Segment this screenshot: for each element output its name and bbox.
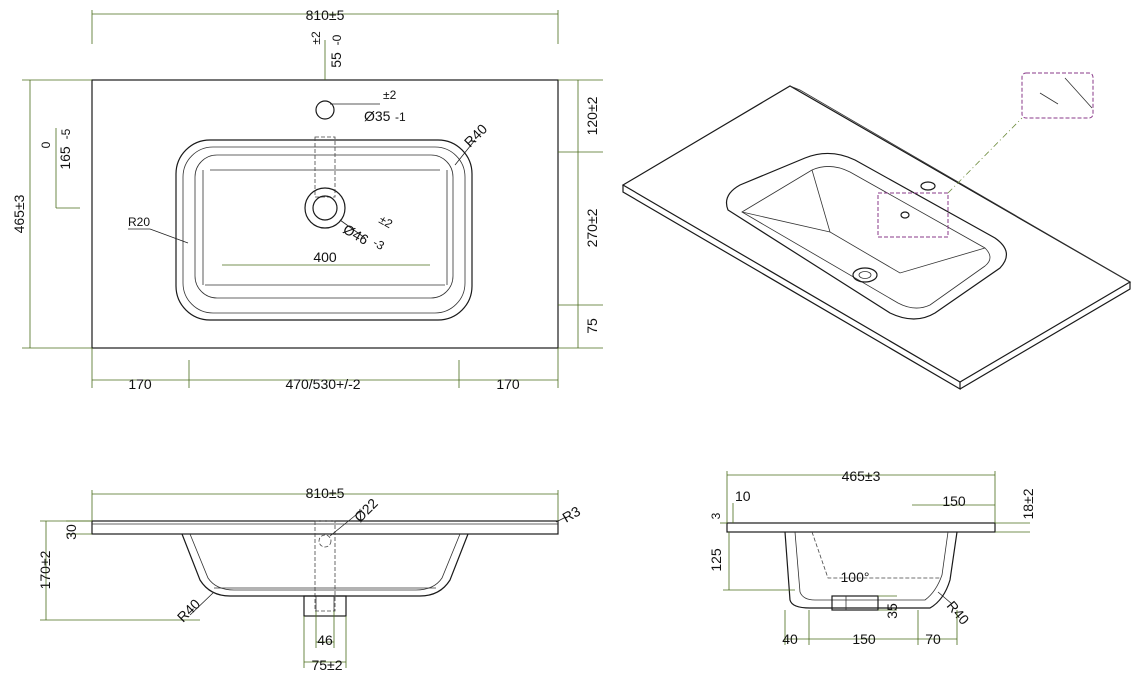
drain-dia-tol-upper: ±2	[377, 212, 396, 231]
drain-width-label: 46	[317, 632, 333, 648]
front-view: 810±5 Ø22 R3 30 170±2 R40 46 75±2	[37, 485, 583, 673]
bowl-outer	[175, 139, 473, 321]
side-bowl-height-label: 125	[708, 548, 724, 572]
bowl-span-label: 270±2	[584, 208, 600, 247]
bowl-floor	[202, 169, 448, 286]
iso-detail-link	[947, 117, 1023, 194]
side-top-slab	[726, 522, 996, 533]
front-bowl	[181, 533, 469, 597]
front-overflow-hole	[318, 534, 332, 548]
front-rim-label: 75	[584, 318, 600, 334]
back-offset-label: 70	[925, 631, 941, 647]
bowl-rim	[182, 146, 466, 314]
edge-radius-label: R3	[560, 503, 584, 526]
iso-drain-inner	[858, 271, 872, 279]
back-rim-label: 120±2	[584, 96, 600, 135]
iso-overflow	[900, 211, 910, 219]
front-height-label: 170±2	[37, 550, 53, 589]
iso-detail-callout-line	[1039, 77, 1093, 109]
left-offset-tol-upper: 0	[39, 141, 53, 148]
iso-detail-box	[877, 192, 949, 238]
side-bowl-inner	[794, 531, 949, 601]
side-view: 465±3 10 150 18±2 3 125 100° 35 R40 40 1…	[708, 468, 1036, 647]
top-thickness-label: 30	[63, 524, 79, 540]
bowl-width-label: 470/530+/-2	[285, 376, 360, 392]
side-depth-label: 465±3	[842, 468, 881, 484]
front-overflow-channel	[314, 520, 336, 612]
drain-inner	[312, 195, 338, 221]
isometric-view	[621, 72, 1132, 391]
drain-span-label: 150	[852, 631, 876, 647]
left-margin-label: 170	[128, 376, 152, 392]
drain-outer	[304, 187, 346, 229]
angle-label: 100°	[841, 569, 870, 585]
front-radius-label: R40	[174, 595, 204, 625]
right-margin-label: 170	[496, 376, 520, 392]
tap-hole	[315, 100, 335, 120]
tap-offset-label: 55	[328, 52, 344, 68]
side-bowl	[784, 531, 958, 609]
side-bowl-interior	[811, 531, 940, 579]
bowl-inner	[194, 154, 454, 299]
left-offset-label: 165	[57, 146, 73, 170]
front-width-label: 810±5	[306, 485, 345, 501]
side-drain-height-label: 35	[884, 603, 900, 619]
tap-dia-tol-lower: -1	[395, 110, 406, 124]
iso-drain	[852, 267, 878, 283]
iso-tap-hole	[920, 181, 936, 191]
top-view-outline	[91, 79, 559, 349]
inner-width-label: 400	[313, 249, 337, 265]
front-offset-label: 40	[782, 631, 798, 647]
front-bowl-inner	[189, 533, 461, 591]
tap-dia-label: Ø35	[364, 108, 391, 124]
iso-back-edge	[789, 85, 1131, 283]
tap-offset-tol-lower: -0	[330, 34, 344, 45]
drain-position-label: 150	[942, 493, 966, 509]
front-top-slab	[91, 520, 559, 535]
top-depth-label: 465±3	[11, 194, 27, 233]
top-view: 810±5 55 -0 ±2 ±2 Ø35 -1 R40 R20 Ø46 ±2 …	[11, 7, 603, 392]
drain-dia-tol-lower: -3	[371, 235, 388, 253]
drain-dia-label: Ø46	[341, 221, 372, 248]
left-offset-tol-lower: -5	[59, 128, 73, 139]
tap-dia-tol-upper: ±2	[383, 88, 397, 102]
bowl-radius-label: R40	[461, 120, 491, 150]
iso-front-edge	[622, 185, 1131, 391]
inner-radius-label: R20	[128, 215, 150, 229]
tap-offset-tol-upper: ±2	[309, 31, 323, 45]
top-width-label: 810±5	[306, 7, 345, 23]
iso-bowl-inner	[741, 166, 991, 309]
iso-bowl-wall	[741, 169, 986, 274]
drain-outer-label: 75±2	[311, 657, 342, 673]
lip-label: 3	[709, 512, 723, 519]
front-drain	[303, 595, 347, 617]
side-drain	[831, 595, 879, 611]
overflow-channel	[314, 136, 336, 198]
iso-detail-callout	[1021, 72, 1094, 119]
side-radius-label: R40	[944, 598, 973, 628]
side-top-height-label: 18±2	[1020, 488, 1036, 519]
iso-top-surface	[621, 85, 1132, 383]
iso-bowl-outer	[725, 152, 1007, 320]
rear-offset-label: 10	[735, 488, 751, 504]
